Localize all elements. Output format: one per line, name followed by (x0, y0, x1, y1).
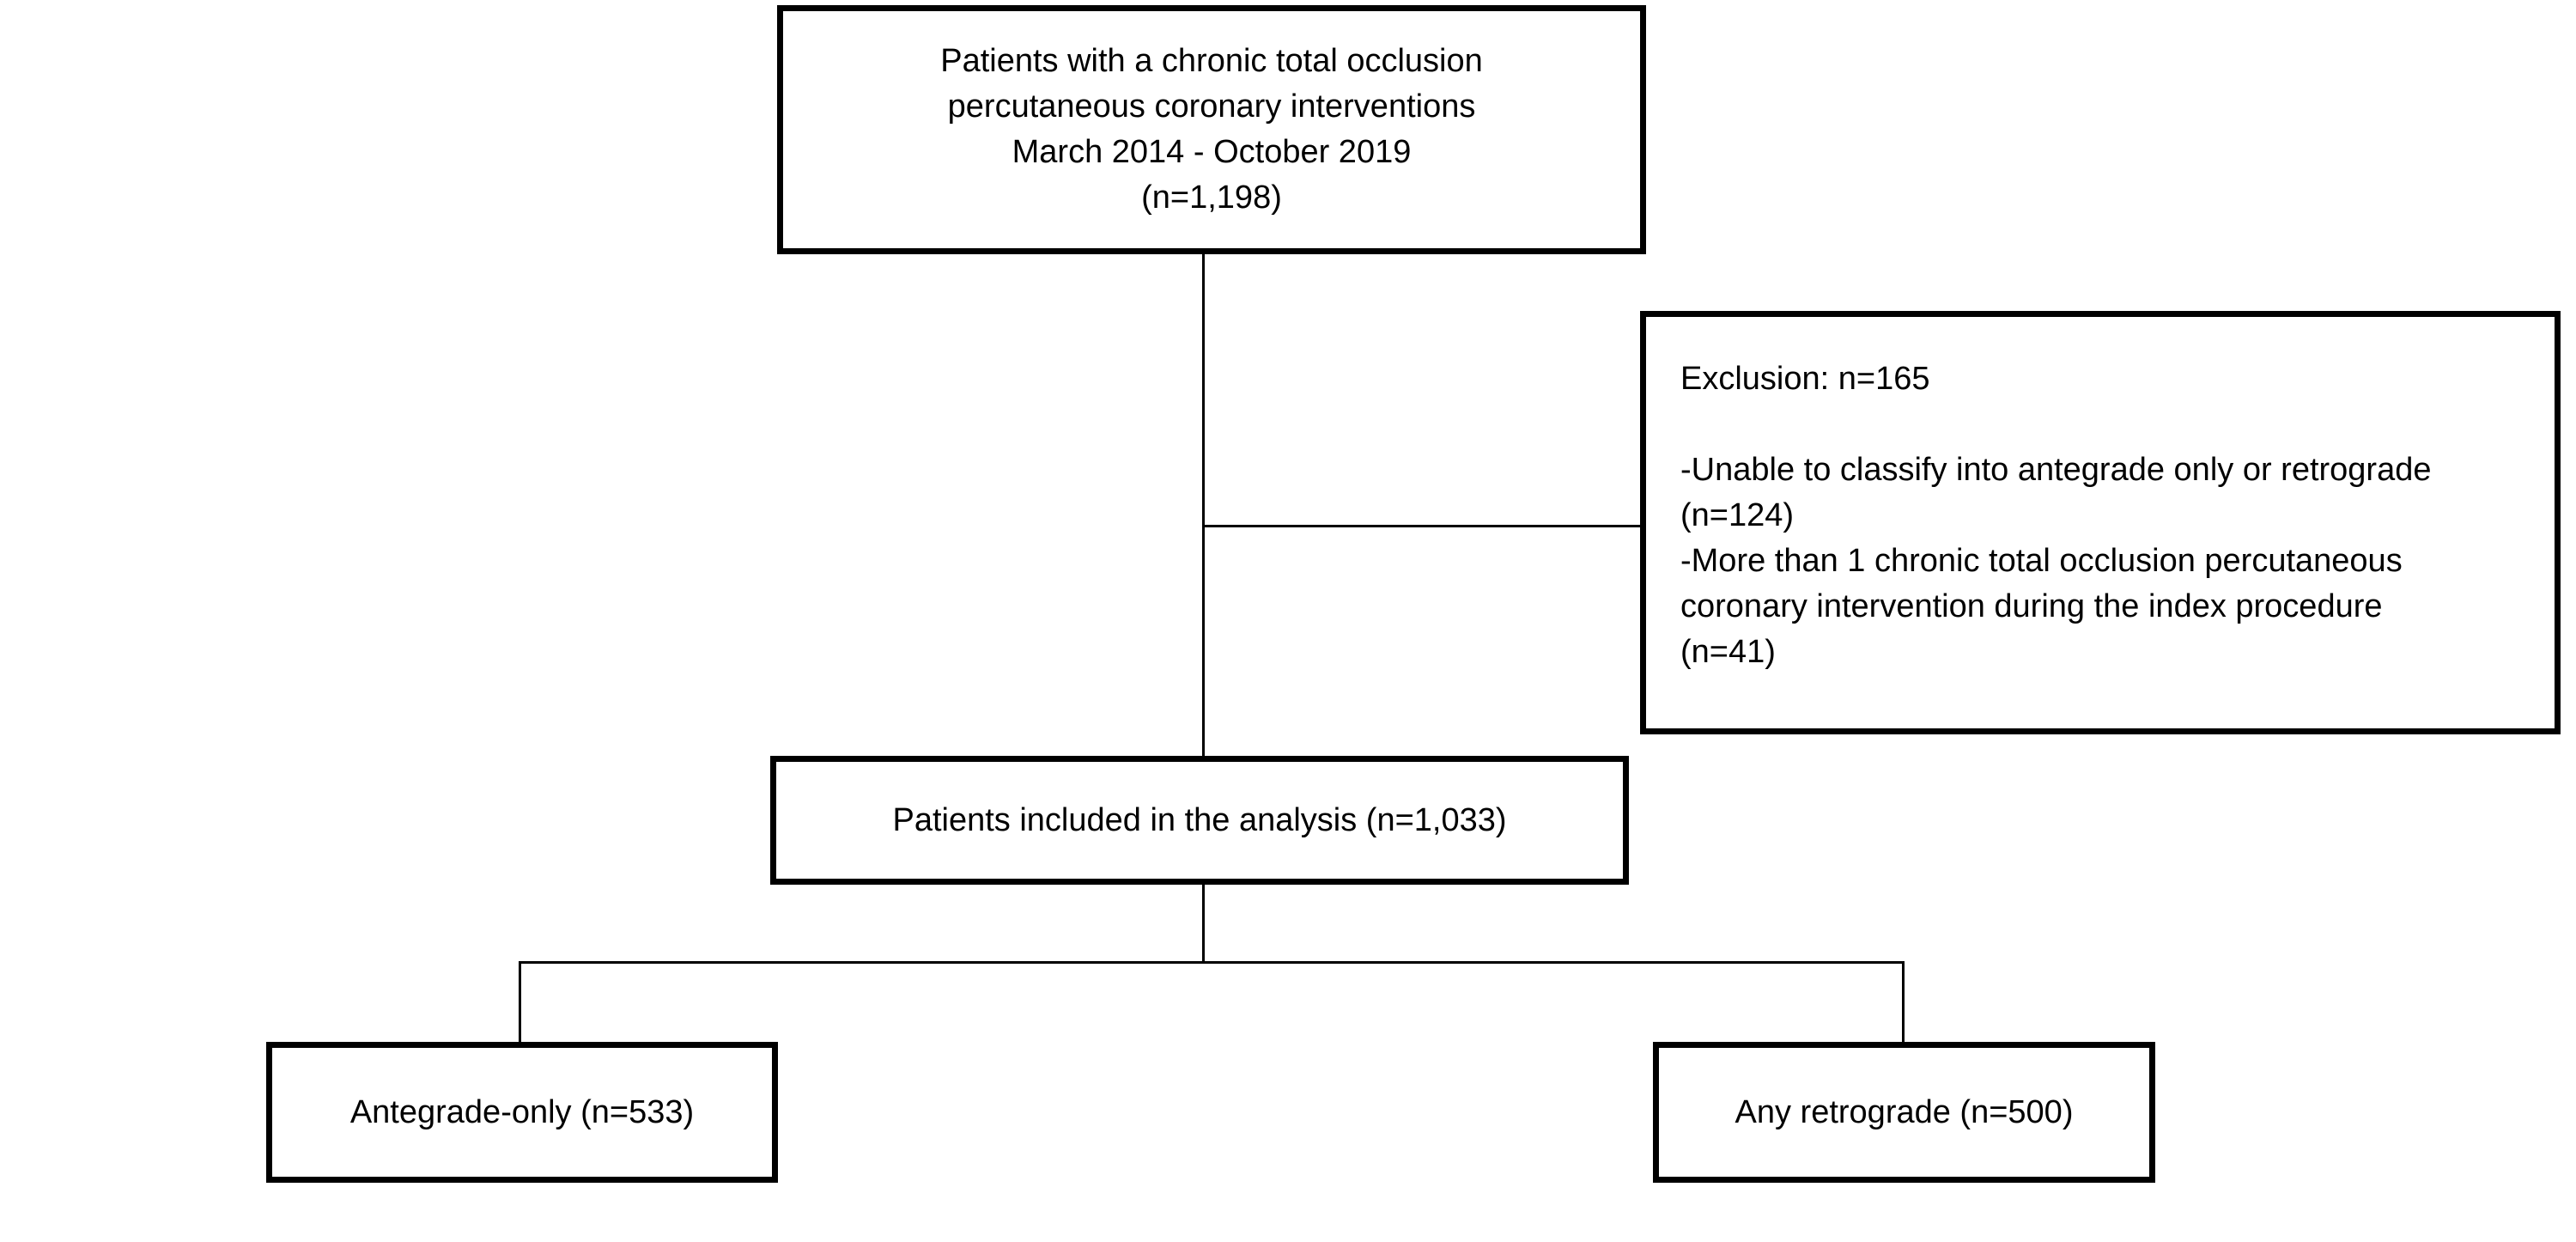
node-exclusion-box: Exclusion: n=165 -Unable to classify int… (1640, 311, 2561, 734)
connector-included-stub (1202, 885, 1205, 962)
node-exclusion-text: Exclusion: n=165 -Unable to classify int… (1680, 361, 2432, 670)
connector-enrollment-to-included (1202, 254, 1205, 756)
node-included-box: Patients included in the analysis (n=1,0… (770, 756, 1629, 885)
node-enrollment-box: Patients with a chronic total occlusion … (777, 5, 1646, 254)
node-included-text: Patients included in the analysis (n=1,0… (892, 801, 1507, 838)
node-enrollment-text: Patients with a chronic total occlusion … (940, 43, 1483, 216)
connector-branch-to-exclusion (1203, 525, 1640, 527)
node-any-retrograde-text: Any retrograde (n=500) (1735, 1093, 2074, 1130)
node-antegrade-only-box: Antegrade-only (n=533) (266, 1042, 778, 1183)
node-any-retrograde-box: Any retrograde (n=500) (1653, 1042, 2155, 1183)
connector-drop-retrograde (1902, 961, 1905, 1044)
connector-drop-antegrade (519, 961, 521, 1044)
connector-split-horizontal (519, 961, 1905, 964)
node-antegrade-only-text: Antegrade-only (n=533) (349, 1093, 695, 1130)
